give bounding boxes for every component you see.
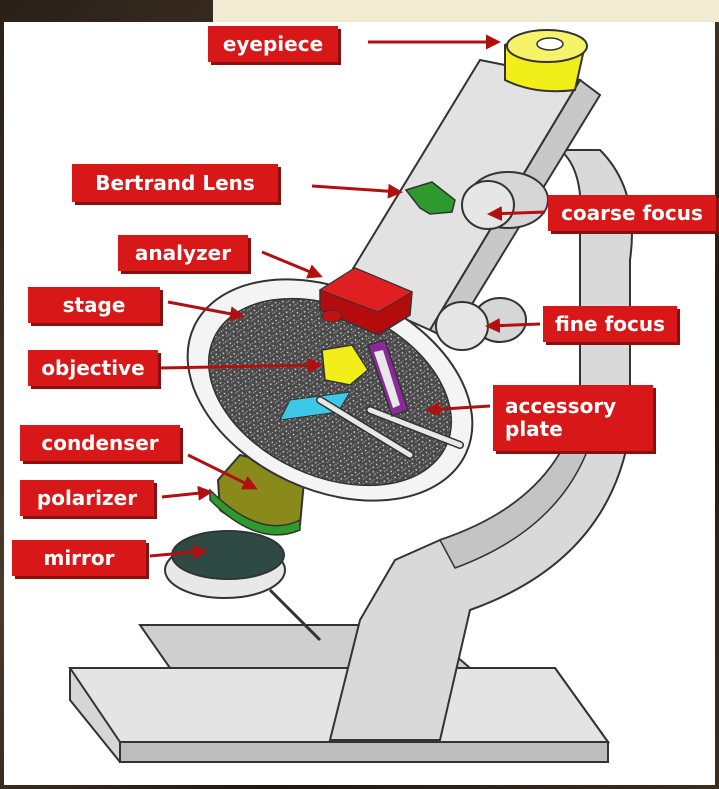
label-eyepiece: eyepiece — [208, 26, 338, 62]
mirror-part — [165, 531, 320, 640]
label-accessory-plate: accessory plate — [493, 385, 653, 451]
base — [70, 625, 608, 762]
arrow-fine-focus — [488, 324, 540, 326]
label-fine-focus: fine focus — [543, 306, 677, 342]
arrow-analyzer — [262, 252, 320, 276]
label-bertrand-lens: Bertrand Lens — [72, 164, 278, 202]
label-analyzer: analyzer — [118, 235, 248, 271]
label-mirror: mirror — [12, 540, 146, 576]
label-stage: stage — [28, 287, 160, 323]
label-accessory-plate-line1: accessory — [505, 395, 616, 418]
label-polarizer: polarizer — [20, 480, 154, 516]
label-coarse-focus: coarse focus — [548, 195, 716, 231]
label-condenser: condenser — [20, 425, 180, 461]
arrow-polarizer — [162, 492, 210, 497]
arrow-bertrand-lens — [312, 186, 400, 192]
label-objective: objective — [28, 350, 158, 386]
eyepiece-cap — [505, 30, 587, 91]
arrow-coarse-focus — [490, 212, 545, 214]
label-accessory-plate-line2: plate — [505, 418, 563, 441]
